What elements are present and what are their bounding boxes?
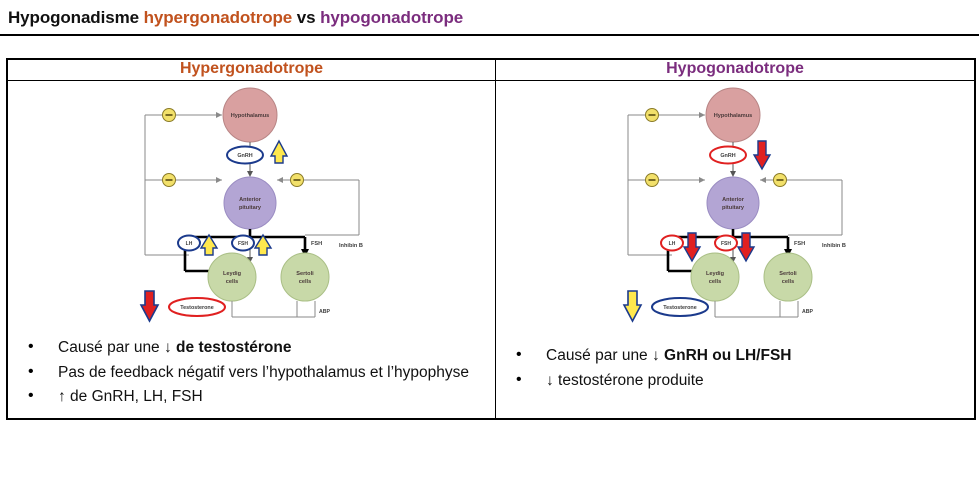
minus-sign-group — [645, 108, 787, 187]
bullet-arrow: ↓ — [546, 371, 554, 389]
arrow-down-fsh — [736, 232, 756, 263]
title-segment-plain: Hypogonadisme — [8, 8, 144, 27]
title-segment-hypergonadotrope: hypergonadotrope — [143, 8, 293, 27]
label-inhibin-b: Inhibin B — [822, 243, 846, 249]
list-item: Causé par une ↓ de testostérone — [28, 335, 485, 360]
label-lh: LH — [669, 241, 676, 247]
oval-testosterone — [167, 297, 226, 317]
label-pituitary-line1: Anterior — [239, 197, 262, 203]
arrow-up-fsh — [253, 233, 272, 256]
page-title: Hypogonadisme hypergonadotrope vs hypogo… — [0, 0, 979, 28]
label-fsh: FSH — [721, 241, 731, 247]
label-testosterone: Testosterone — [663, 305, 696, 311]
label-gnrh: GnRH — [720, 153, 735, 159]
label-fsh-plain: FSH — [794, 241, 805, 247]
bullet-arrow: ↓ — [164, 339, 172, 356]
label-lh: LH — [185, 241, 192, 247]
label-fsh-plain: FSH — [311, 241, 322, 247]
comparison-table: Hypergonadotrope Hypogonadotrope — [6, 58, 976, 420]
label-fsh: FSH — [238, 241, 248, 247]
bullet-text-pre: Causé par une — [546, 347, 652, 364]
table-header-row: Hypergonadotrope Hypogonadotrope — [6, 58, 976, 81]
label-leydig-line1: Leydig — [222, 271, 241, 277]
oval-fsh — [714, 234, 738, 252]
hpg-axis-diagram-hypo: Hypothalamus GnRH Anterior pituitary — [622, 87, 846, 323]
column-header-hypogonadotrope: Hypogonadotrope — [495, 58, 976, 81]
oval-gnrh — [709, 145, 747, 165]
node-anterior-pituitary — [706, 176, 760, 230]
label-sertoli-line1: Sertoli — [296, 271, 314, 277]
oval-lh — [176, 234, 201, 252]
label-leydig-line2: cells — [225, 279, 237, 285]
label-abp: ABP — [319, 309, 330, 315]
list-item: Causé par une ↓ GnRH ou LH/FSH — [516, 343, 964, 368]
cell-hypogonadotrope: Hypothalamus GnRH Anterior pituitary — [495, 79, 976, 420]
oval-testosterone — [651, 297, 709, 317]
label-testosterone: Testosterone — [180, 305, 213, 311]
label-hypothalamus: Hypothalamus — [230, 113, 269, 119]
title-segment-vs: vs — [292, 8, 321, 27]
node-leydig-cells — [207, 252, 256, 302]
label-inhibin-b: Inhibin B — [339, 243, 363, 249]
slide-title: Hypogonadisme hypergonadotrope vs hypogo… — [0, 0, 979, 36]
oval-gnrh — [225, 145, 264, 165]
node-sertoli-cells — [280, 252, 329, 302]
title-segment-hypogonadotrope: hypogonadotrope — [320, 8, 464, 27]
bullet-list-hypogonadotrope: Causé par une ↓ GnRH ou LH/FSH ↓ testost… — [496, 330, 974, 401]
bullet-text-bold: de testostérone — [171, 339, 292, 356]
label-leydig-line1: Leydig — [706, 271, 725, 277]
cell-hypergonadotrope: Hypothalamus GnRH Anterior pituitary — [6, 79, 496, 420]
minus-sign-group — [161, 108, 304, 187]
list-item: ↑ de GnRH, LH, FSH — [28, 384, 485, 409]
bullet-text-post: testostérone produite — [553, 371, 704, 389]
node-sertoli-cells — [763, 252, 813, 302]
oval-lh — [660, 234, 684, 252]
diagram-hypergonadotrope: Hypothalamus GnRH Anterior pituitary — [8, 81, 495, 330]
table-content-row: Hypothalamus GnRH Anterior pituitary — [6, 79, 976, 420]
arrow-down-testosterone — [139, 290, 159, 323]
label-pituitary-line1: Anterior — [722, 197, 745, 203]
arrow-down-lh — [682, 232, 702, 263]
arrow-down-gnrh — [752, 140, 772, 171]
bullet-text-pre: Causé par une — [58, 339, 164, 356]
bullet-text-bold: GnRH ou LH/FSH — [659, 347, 792, 364]
bullet-text-pre: Pas de feedback négatif vers l’hypothala… — [58, 363, 469, 381]
label-leydig-line2: cells — [709, 279, 721, 285]
label-sertoli-line2: cells — [298, 279, 310, 285]
column-header-hypergonadotrope: Hypergonadotrope — [6, 58, 496, 81]
arrow-up-gnrh — [269, 139, 288, 164]
bullet-list-hypergonadotrope: Causé par une ↓ de testostérone Pas de f… — [8, 330, 495, 418]
oval-fsh — [230, 234, 255, 252]
label-sertoli-line2: cells — [782, 279, 794, 285]
list-item: Pas de feedback négatif vers l’hypothala… — [28, 360, 485, 385]
title-divider — [0, 34, 979, 36]
hpg-axis-diagram-hyper: Hypothalamus GnRH Anterior pituitary — [139, 87, 363, 323]
bullet-arrow: ↓ — [652, 347, 660, 364]
node-anterior-pituitary — [223, 176, 276, 230]
bullet-text-post: de GnRH, LH, FSH — [65, 388, 203, 406]
diagram-hypogonadotrope: Hypothalamus GnRH Anterior pituitary — [496, 81, 974, 330]
label-hypothalamus: Hypothalamus — [714, 113, 753, 119]
list-item: ↓ testostérone produite — [516, 368, 964, 393]
node-leydig-cells — [690, 252, 740, 302]
arrow-up-lh — [199, 233, 218, 256]
label-pituitary-line2: pituitary — [238, 205, 261, 211]
label-gnrh: GnRH — [237, 153, 252, 159]
label-abp: ABP — [802, 309, 813, 315]
label-pituitary-line2: pituitary — [722, 205, 745, 211]
arrow-down-testosterone — [622, 290, 643, 323]
label-sertoli-line1: Sertoli — [779, 271, 797, 277]
bullet-arrow: ↑ — [58, 388, 66, 406]
